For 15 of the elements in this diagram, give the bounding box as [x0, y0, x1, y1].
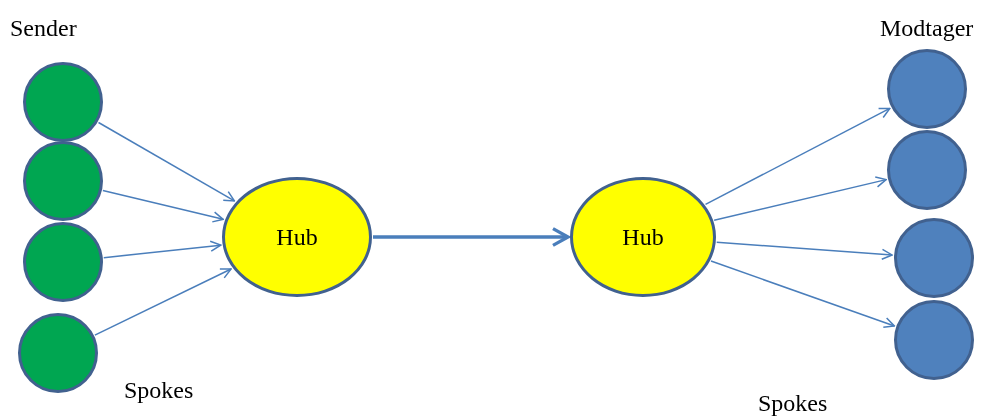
arrow	[715, 241, 893, 260]
spokes-label: Spokes	[124, 378, 194, 402]
arrow	[103, 240, 222, 259]
hub-ellipse: Hub	[222, 177, 372, 297]
spokes-label: Spokes	[758, 391, 828, 415]
hub-ellipse: Hub	[570, 177, 716, 297]
arrow	[97, 121, 236, 202]
arrow	[710, 260, 896, 329]
arrow	[713, 176, 887, 221]
arrow	[102, 189, 224, 223]
arrow	[94, 268, 232, 336]
arrow	[704, 107, 891, 206]
arrow	[373, 227, 570, 247]
group-label: Modtager	[880, 16, 974, 40]
group-label: Sender	[10, 16, 77, 40]
